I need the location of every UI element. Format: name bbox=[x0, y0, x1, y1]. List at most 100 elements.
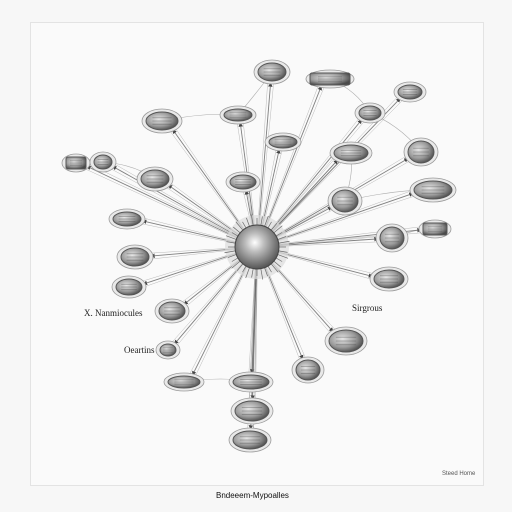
spoke-line bbox=[182, 259, 240, 303]
molecule-node-icon bbox=[136, 166, 174, 192]
spoke-line bbox=[167, 184, 239, 236]
spoke-line bbox=[189, 265, 246, 374]
spoke-line bbox=[277, 192, 414, 241]
spoke-line bbox=[258, 82, 273, 226]
molecule-node-icon bbox=[141, 108, 183, 134]
spoke-line bbox=[254, 269, 258, 374]
molecule-node-icon bbox=[108, 208, 146, 230]
spoke-line bbox=[111, 168, 238, 238]
spoke-line bbox=[272, 262, 336, 330]
molecule-node-icon bbox=[327, 186, 363, 216]
molecule-node-icon bbox=[369, 266, 409, 292]
spoke-line bbox=[150, 248, 236, 259]
diagram-caption: Bndeeem-Mypoalles bbox=[216, 491, 289, 500]
spoke-line bbox=[266, 266, 306, 358]
spoke-line bbox=[276, 206, 333, 238]
spoke-line bbox=[150, 247, 236, 254]
spoke-line bbox=[183, 259, 240, 305]
molecule-node-icon bbox=[264, 132, 302, 152]
spoke-line bbox=[261, 148, 277, 226]
molecule-node-icon bbox=[329, 141, 373, 165]
left-label-prefix: X. bbox=[84, 308, 93, 318]
molecule-node-icon bbox=[116, 244, 154, 270]
molecule-node-icon bbox=[228, 427, 272, 453]
spoke-line bbox=[262, 150, 283, 226]
left-label-nanmiocules: X. Nanmiocules bbox=[84, 308, 143, 318]
spoke-line bbox=[85, 168, 237, 239]
spoke-line bbox=[166, 187, 239, 236]
spoke-line bbox=[111, 165, 238, 237]
spoke-line bbox=[278, 251, 374, 274]
molecule-node-icon bbox=[89, 151, 117, 173]
spoke-line bbox=[264, 267, 301, 361]
spoke-line bbox=[270, 117, 360, 230]
molecule-node-icon bbox=[354, 102, 386, 124]
left-label-oeartins: Oeartins bbox=[124, 345, 155, 355]
molecule-node-icon bbox=[163, 372, 205, 392]
spoke-line bbox=[176, 264, 244, 347]
spoke-line bbox=[272, 159, 339, 232]
spoke-line bbox=[113, 163, 239, 236]
spoke-line bbox=[141, 223, 236, 244]
spoke-line bbox=[265, 267, 304, 360]
right-label-sirgrous: Sirgrous bbox=[352, 303, 383, 313]
spoke-line bbox=[265, 85, 322, 227]
credit-text: Steed Home bbox=[442, 471, 476, 477]
spoke-line bbox=[278, 241, 379, 247]
hub-group bbox=[224, 214, 290, 280]
spoke-line bbox=[172, 129, 245, 230]
spoke-line bbox=[144, 254, 237, 288]
spoke-line bbox=[270, 119, 363, 231]
spoke-line bbox=[261, 149, 281, 226]
molecule-node-icon bbox=[219, 105, 257, 125]
molecule-node-icon bbox=[291, 356, 325, 384]
spoke-line bbox=[142, 253, 237, 285]
spoke-line bbox=[248, 268, 256, 373]
spoke-line bbox=[170, 131, 244, 231]
molecule-node-icon bbox=[228, 371, 274, 393]
molecule-node-icon bbox=[418, 219, 452, 239]
molecule-node-icon bbox=[393, 81, 427, 103]
spoke-line bbox=[278, 196, 415, 242]
spoke-line bbox=[278, 236, 379, 246]
spoke-line bbox=[86, 165, 238, 239]
spoke-line bbox=[172, 262, 243, 343]
molecule-node-icon bbox=[403, 137, 439, 167]
spoke-line bbox=[151, 249, 236, 260]
spoke-line bbox=[142, 252, 236, 282]
spoke-line bbox=[273, 162, 340, 233]
spoke-line bbox=[175, 127, 245, 230]
spoke-line bbox=[271, 157, 336, 231]
molecule-node-icon bbox=[409, 177, 457, 203]
spoke-line bbox=[174, 263, 243, 345]
spoke-line bbox=[143, 217, 236, 242]
molecule-node-icon bbox=[324, 326, 368, 356]
spoke-line bbox=[88, 163, 238, 238]
left-label-text: Nanmiocules bbox=[95, 308, 143, 318]
molecule-node-icon bbox=[155, 340, 181, 360]
spoke-line bbox=[278, 252, 372, 280]
nodes-group bbox=[61, 59, 457, 453]
spoke-line bbox=[271, 262, 334, 333]
spoke-line bbox=[257, 82, 268, 226]
molecule-node-icon bbox=[111, 275, 147, 299]
spoke-line bbox=[264, 85, 319, 227]
molecule-node-icon bbox=[230, 397, 274, 425]
spoke-line bbox=[266, 87, 325, 228]
spoke-line bbox=[169, 182, 240, 235]
molecule-node-icon bbox=[154, 298, 190, 324]
molecule-node-icon bbox=[305, 69, 355, 89]
sunburst-hub-icon bbox=[234, 224, 280, 270]
spoke-line bbox=[192, 266, 247, 376]
spoke-line bbox=[271, 263, 331, 334]
molecule-node-icon bbox=[225, 171, 261, 193]
spoke-line bbox=[272, 100, 403, 233]
spoke-line bbox=[271, 121, 365, 231]
spoke-line bbox=[194, 266, 248, 377]
spoke-line bbox=[185, 260, 241, 307]
spoke-line bbox=[141, 219, 236, 243]
spoke-line bbox=[278, 251, 374, 278]
molecule-node-icon bbox=[375, 223, 409, 253]
